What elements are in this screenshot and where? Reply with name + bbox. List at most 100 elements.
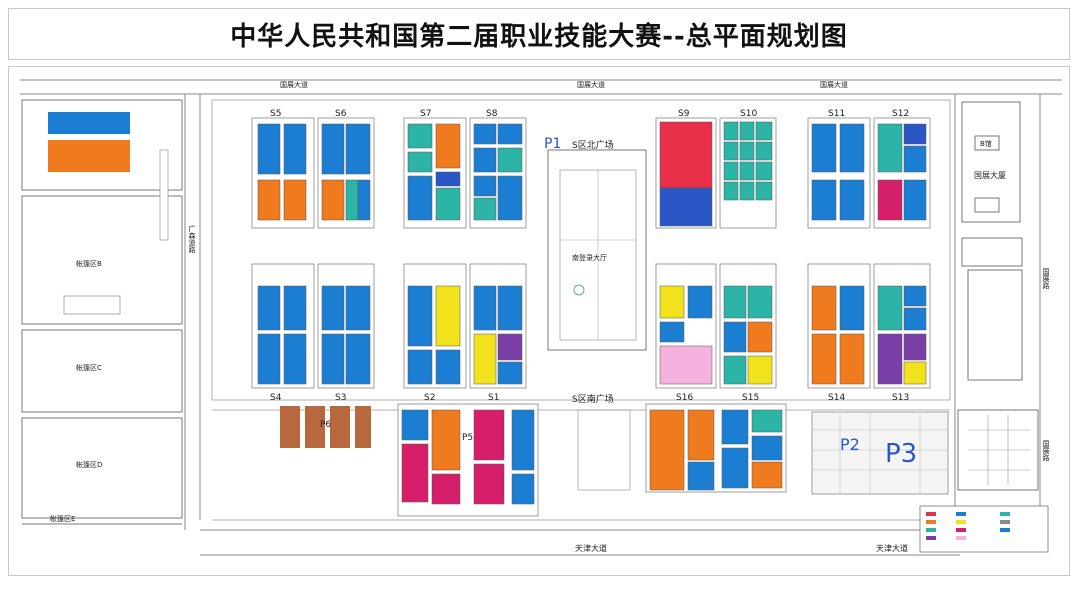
booth-77 [903, 285, 927, 307]
booth-8 [357, 179, 371, 221]
booth-9 [407, 123, 433, 149]
booth-62 [659, 285, 685, 319]
booth-69 [747, 321, 773, 353]
hall-label-s7: S7 [420, 109, 431, 119]
left-top-hall-orange [48, 140, 130, 172]
north-plaza-label: S区北广场 [572, 139, 614, 151]
booth-78 [903, 307, 927, 331]
booth-63 [687, 285, 713, 319]
left-parking-zones [21, 99, 183, 525]
booth-30 [723, 161, 739, 181]
road-label-north-left: 国展大道 [280, 80, 308, 89]
road-label-south-right: 天津大道 [876, 543, 908, 553]
booth-67 [747, 285, 773, 319]
booth-46 [283, 285, 307, 331]
booth-12 [407, 175, 433, 221]
booth-31 [739, 161, 755, 181]
parking-label-p2: P2 [840, 435, 860, 454]
booth-90 [649, 409, 685, 491]
booth-57 [473, 285, 497, 331]
booth-80 [903, 333, 927, 361]
booth-95 [751, 409, 783, 433]
booth-59 [473, 333, 497, 385]
booth-11 [407, 151, 433, 173]
hall-blocks [251, 117, 931, 517]
booth-60 [497, 333, 523, 361]
booth-7 [345, 179, 359, 221]
booth-33 [723, 181, 739, 201]
hall-label-s11: S11 [828, 109, 845, 119]
booth-49 [321, 285, 345, 331]
booth-43 [877, 179, 903, 221]
road-label-north-center: 国展大道 [577, 80, 605, 89]
east-parking-grid [968, 415, 1030, 485]
booth-50 [345, 285, 371, 331]
booth-52 [345, 333, 371, 385]
road-label-east-upper: 国展路 [1042, 268, 1050, 290]
booth-71 [747, 355, 773, 385]
booth-89 [511, 473, 535, 505]
road-network [20, 79, 1062, 556]
booth-22 [659, 121, 713, 189]
booth-16 [497, 123, 523, 145]
zone-label-d: 帐篷区D [76, 460, 102, 469]
booth-25 [739, 121, 755, 141]
booth-23 [659, 187, 713, 227]
booth-87 [473, 463, 505, 505]
booth-19 [473, 175, 497, 197]
booth-0 [257, 123, 281, 175]
left-strip [159, 149, 169, 241]
booth-64 [659, 321, 685, 343]
parking-label-p1: P1 [544, 136, 561, 152]
hall-label-s1: S1 [488, 393, 499, 403]
booth-86 [473, 409, 505, 461]
parking-label-p3: P3 [885, 439, 917, 469]
left-top-hall-blue [48, 112, 130, 134]
booth-32 [755, 161, 773, 181]
booth-48 [283, 333, 307, 385]
booth-83 [401, 443, 429, 503]
zone-label-c: 帐篷区C [76, 363, 102, 372]
booth-36 [811, 123, 837, 173]
booth-1 [283, 123, 307, 175]
booth-93 [721, 409, 749, 445]
booth-68 [723, 321, 747, 353]
registration-hall-label: 南登录大厅 [572, 253, 607, 262]
booth-96 [751, 435, 783, 461]
booth-44 [903, 179, 927, 221]
booth-37 [839, 123, 865, 173]
booth-38 [811, 179, 837, 221]
south-plaza-label: S区南广场 [572, 393, 614, 405]
parking-label-p6: P6 [320, 420, 331, 430]
legend [919, 505, 1049, 553]
booth-2 [257, 179, 281, 221]
booth-65 [659, 345, 713, 385]
booth-56 [435, 349, 461, 385]
east-buildings [957, 101, 1039, 491]
hall-label-s3: S3 [335, 393, 346, 403]
hall-label-s13: S13 [892, 393, 909, 403]
hall-label-s6: S6 [335, 109, 347, 119]
booth-35 [755, 181, 773, 201]
booth-20 [497, 175, 523, 221]
booth-45 [257, 285, 281, 331]
hall-label-s8: S8 [486, 109, 498, 119]
left-small-box [63, 295, 121, 315]
booth-97 [751, 461, 783, 489]
hall-label-s10: S10 [740, 109, 757, 119]
road-label-east-lower: 国展路 [1042, 440, 1050, 462]
booth-74 [811, 333, 837, 385]
booth-24 [723, 121, 739, 141]
booth-75 [839, 333, 865, 385]
booth-21 [473, 197, 497, 221]
hall-label-s15: S15 [742, 393, 759, 403]
booth-79 [877, 333, 903, 385]
booth-17 [473, 147, 497, 173]
booth-81 [903, 361, 927, 385]
booth-51 [321, 333, 345, 385]
hall-label-s5: S5 [270, 109, 281, 119]
map-labels: 国展大道 国展大道 国展大道 天津大道 天津大道 国展路 国展路 广森道路 S区… [50, 80, 1050, 553]
booth-55 [407, 349, 433, 385]
booth-18 [497, 147, 523, 173]
